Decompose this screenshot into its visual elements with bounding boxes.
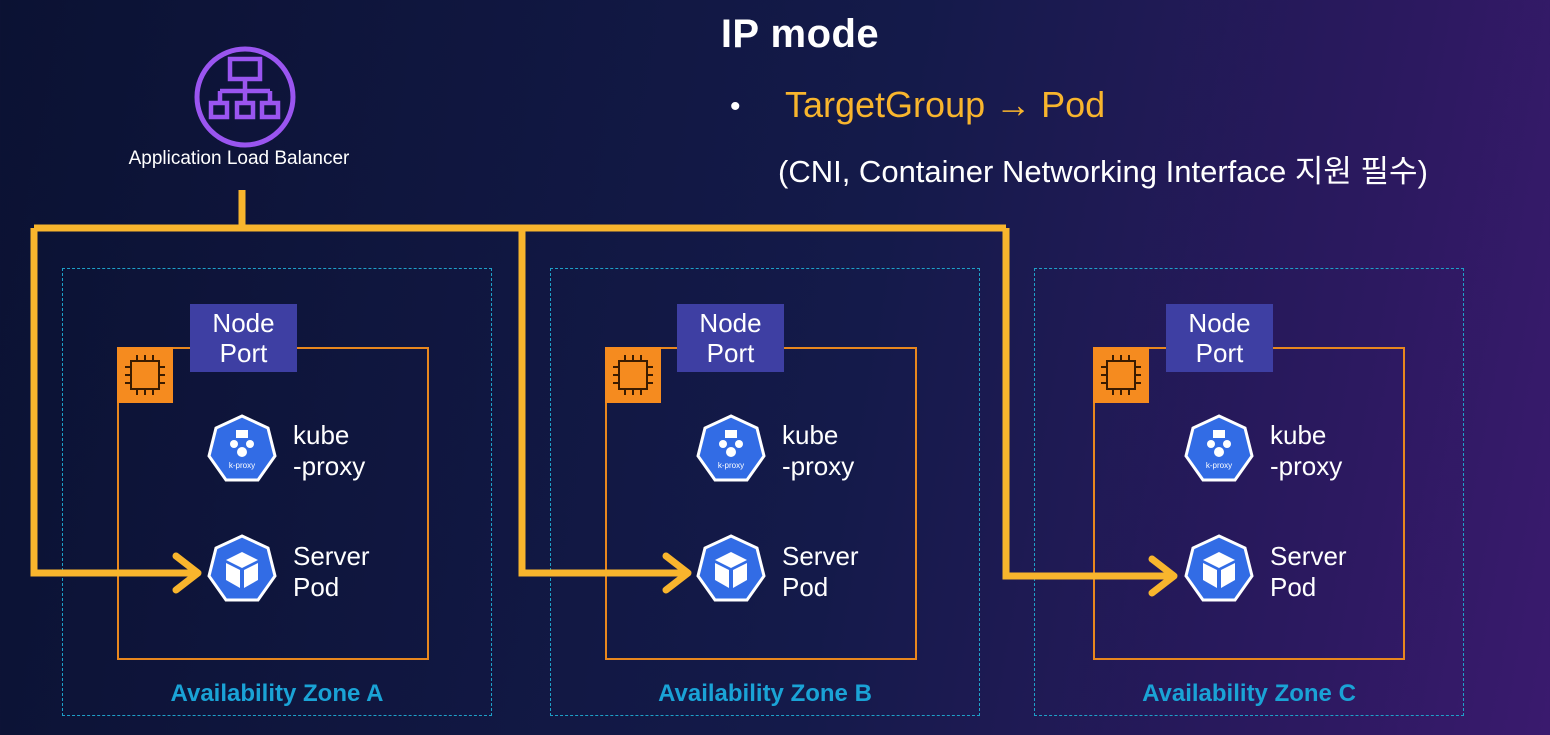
kube-proxy-label-b: kube -proxy	[782, 420, 854, 482]
chip-icon	[117, 347, 173, 403]
k-proxy-badge: k-proxy	[718, 461, 744, 470]
kube-proxy-line-2: -proxy	[782, 451, 855, 481]
node-port-b: Node Port	[677, 304, 784, 372]
server-pod-label-a: Server Pod	[293, 541, 370, 603]
k-proxy-badge: k-proxy	[229, 461, 255, 470]
cni-note: (CNI, Container Networking Interface 지원 …	[778, 154, 1428, 189]
zone-label-c: Availability Zone C	[1142, 680, 1356, 707]
kube-proxy-line-2: -proxy	[1270, 451, 1343, 481]
kube-proxy-line-1: kube	[1270, 420, 1327, 450]
availability-zone-b	[550, 268, 980, 716]
arrowhead-b	[662, 552, 692, 594]
kube-proxy-line-1: kube	[293, 420, 350, 450]
server-pod-line-1: Server	[293, 541, 370, 571]
kube-proxy-label-c: kube -proxy	[1270, 420, 1342, 482]
server-pod-icon	[695, 534, 767, 611]
kube-proxy-label-a: kube -proxy	[293, 420, 365, 482]
server-pod-line-2: Pod	[782, 572, 829, 602]
node-port-a: Node Port	[190, 304, 297, 372]
server-pod-line-1: Server	[782, 541, 859, 571]
route-zone-b	[518, 228, 686, 577]
bullet-text: TargetGroup → Pod	[785, 84, 1106, 125]
server-pod-label-c: Server Pod	[1270, 541, 1347, 603]
arrowhead-c	[1148, 555, 1178, 597]
k-proxy-badge: k-proxy	[1206, 461, 1232, 470]
server-pod-icon	[1183, 534, 1255, 611]
route-zone-a	[30, 228, 196, 577]
kube-proxy-line-1: kube	[782, 420, 839, 450]
node-port-line-1: Node	[1188, 308, 1251, 338]
kube-proxy-icon: k-proxy	[695, 414, 767, 491]
load-balancer-label: Application Load Balancer	[128, 148, 350, 169]
server-pod-icon	[206, 534, 278, 611]
kube-proxy-line-2: -proxy	[293, 451, 366, 481]
route-zone-c	[1002, 228, 1172, 580]
kube-proxy-icon: k-proxy	[1183, 414, 1255, 491]
chip-icon	[1093, 347, 1149, 403]
node-port-line-2: Port	[1195, 338, 1244, 368]
node-port-line-2: Port	[219, 338, 268, 368]
node-port-line-1: Node	[699, 308, 762, 338]
server-pod-line-2: Pod	[293, 572, 340, 602]
availability-zone-a	[62, 268, 492, 716]
node-port-c: Node Port	[1166, 304, 1273, 372]
server-pod-label-b: Server Pod	[782, 541, 859, 603]
server-pod-line-1: Server	[1270, 541, 1347, 571]
node-port-line-2: Port	[706, 338, 755, 368]
bullet-dot: •	[730, 90, 741, 123]
availability-zone-c	[1034, 268, 1464, 716]
zone-label-b: Availability Zone B	[658, 680, 872, 707]
server-pod-line-2: Pod	[1270, 572, 1317, 602]
zone-label-a: Availability Zone A	[170, 680, 384, 707]
load-balancer-icon	[193, 45, 297, 149]
arrowhead-a	[172, 552, 202, 594]
node-port-line-1: Node	[212, 308, 275, 338]
page-title: IP mode	[720, 12, 880, 56]
kube-proxy-icon: k-proxy	[206, 414, 278, 491]
chip-icon	[605, 347, 661, 403]
